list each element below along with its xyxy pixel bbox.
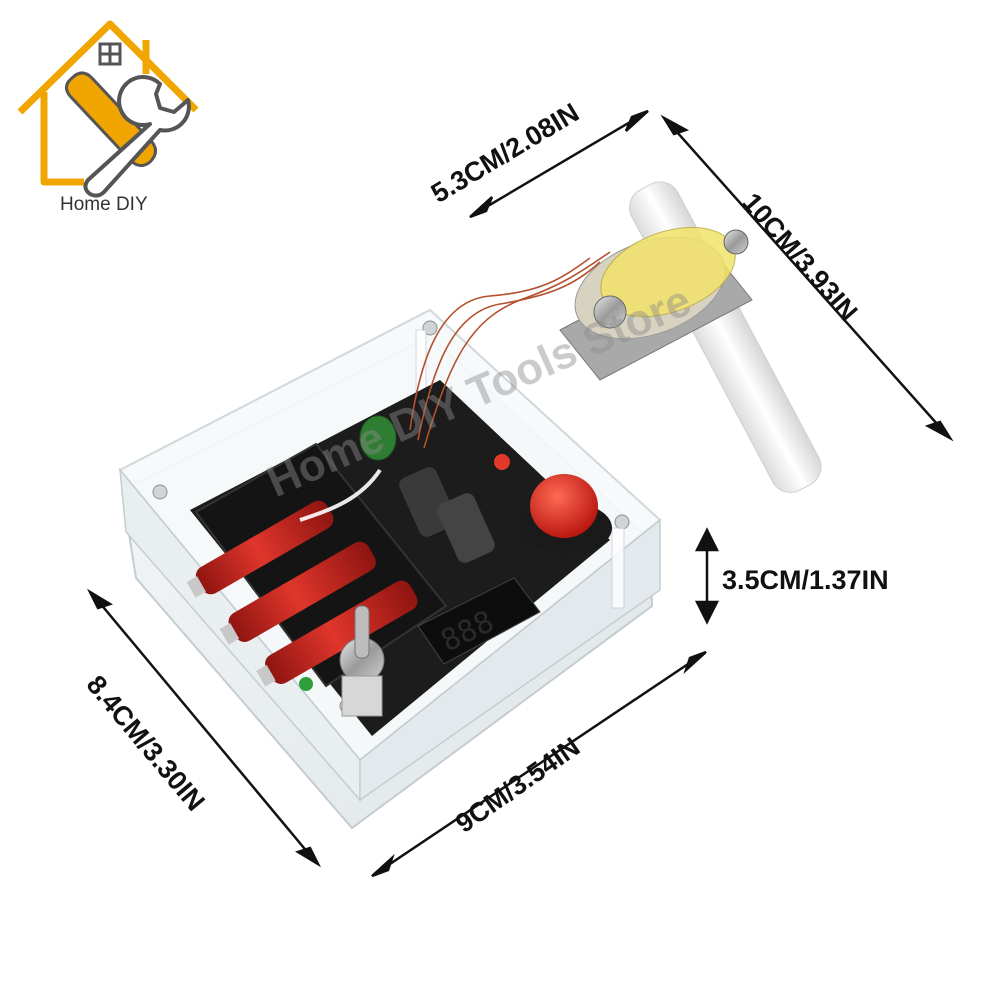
sensor-tube-assembly bbox=[559, 181, 822, 493]
logo-tools-icon bbox=[65, 71, 191, 198]
logo-text: Home DIY bbox=[60, 194, 148, 215]
dimension-arrows bbox=[86, 109, 954, 878]
logo-house-icon bbox=[17, 20, 199, 186]
red-push-button bbox=[520, 474, 612, 554]
toggle-switch bbox=[339, 605, 385, 717]
aa-batteries bbox=[186, 500, 418, 687]
copper-wires bbox=[409, 251, 611, 449]
dimension-label-height: 3.5CM/1.37IN bbox=[722, 565, 889, 595]
